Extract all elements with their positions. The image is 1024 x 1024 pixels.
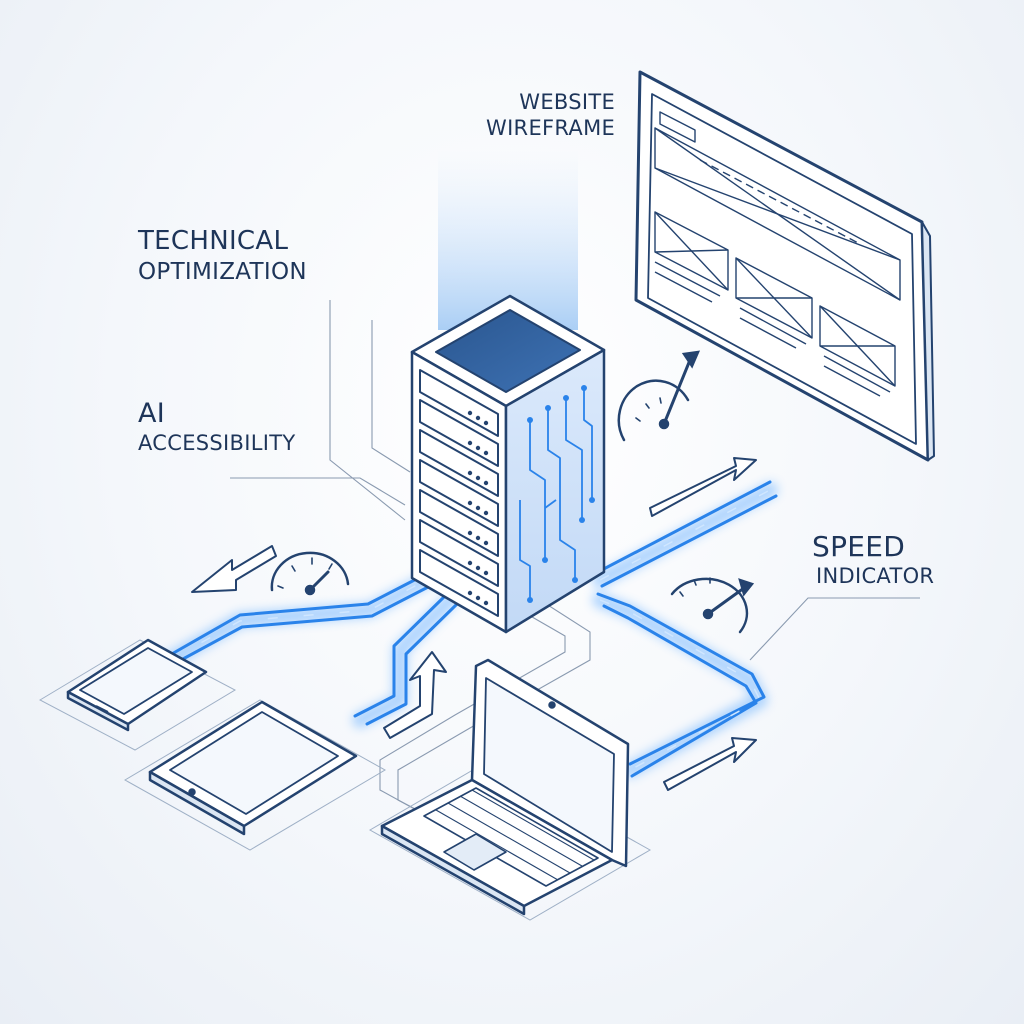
tablet-icon xyxy=(148,700,358,836)
label-leader-lines xyxy=(230,300,920,823)
label-speed-indicator: SPEED INDICATOR xyxy=(812,530,934,590)
label-website-wireframe: WEBSITE WIREFRAME xyxy=(486,90,615,141)
platform-plates xyxy=(38,639,652,921)
laptop-icon xyxy=(380,658,630,916)
label-ai-line1: AI xyxy=(138,398,166,429)
monitor-icon xyxy=(634,70,935,462)
data-paths xyxy=(162,480,778,778)
smartphone-icon xyxy=(66,638,208,732)
label-technical-line2: OPTIMIZATION xyxy=(138,258,307,285)
label-technical-line1: TECHNICAL xyxy=(138,226,289,256)
arrow-icon xyxy=(663,737,757,791)
label-ai-accessibility: AI ACCESSIBILITY xyxy=(138,398,296,457)
label-website-line1: WEBSITE xyxy=(519,90,616,114)
server-icon xyxy=(410,294,606,634)
arrow-icon xyxy=(649,457,757,517)
label-website-line2: WIREFRAME xyxy=(486,115,616,140)
label-speed-line2: INDICATOR xyxy=(816,564,935,589)
speedometer-icon xyxy=(670,577,755,634)
label-technical-optimization: TECHNICAL OPTIMIZATION xyxy=(138,226,307,286)
circuit-pattern xyxy=(519,388,593,600)
speedometer-icon xyxy=(617,350,701,442)
arrow-icon xyxy=(191,545,277,593)
arrow-icon xyxy=(383,651,447,739)
light-beam xyxy=(438,150,578,330)
wireframe-layout xyxy=(654,111,901,397)
label-ai-line2: ACCESSIBILITY xyxy=(138,430,296,455)
speedometer-icon xyxy=(270,551,350,596)
label-speed-line1: SPEED xyxy=(812,530,906,563)
